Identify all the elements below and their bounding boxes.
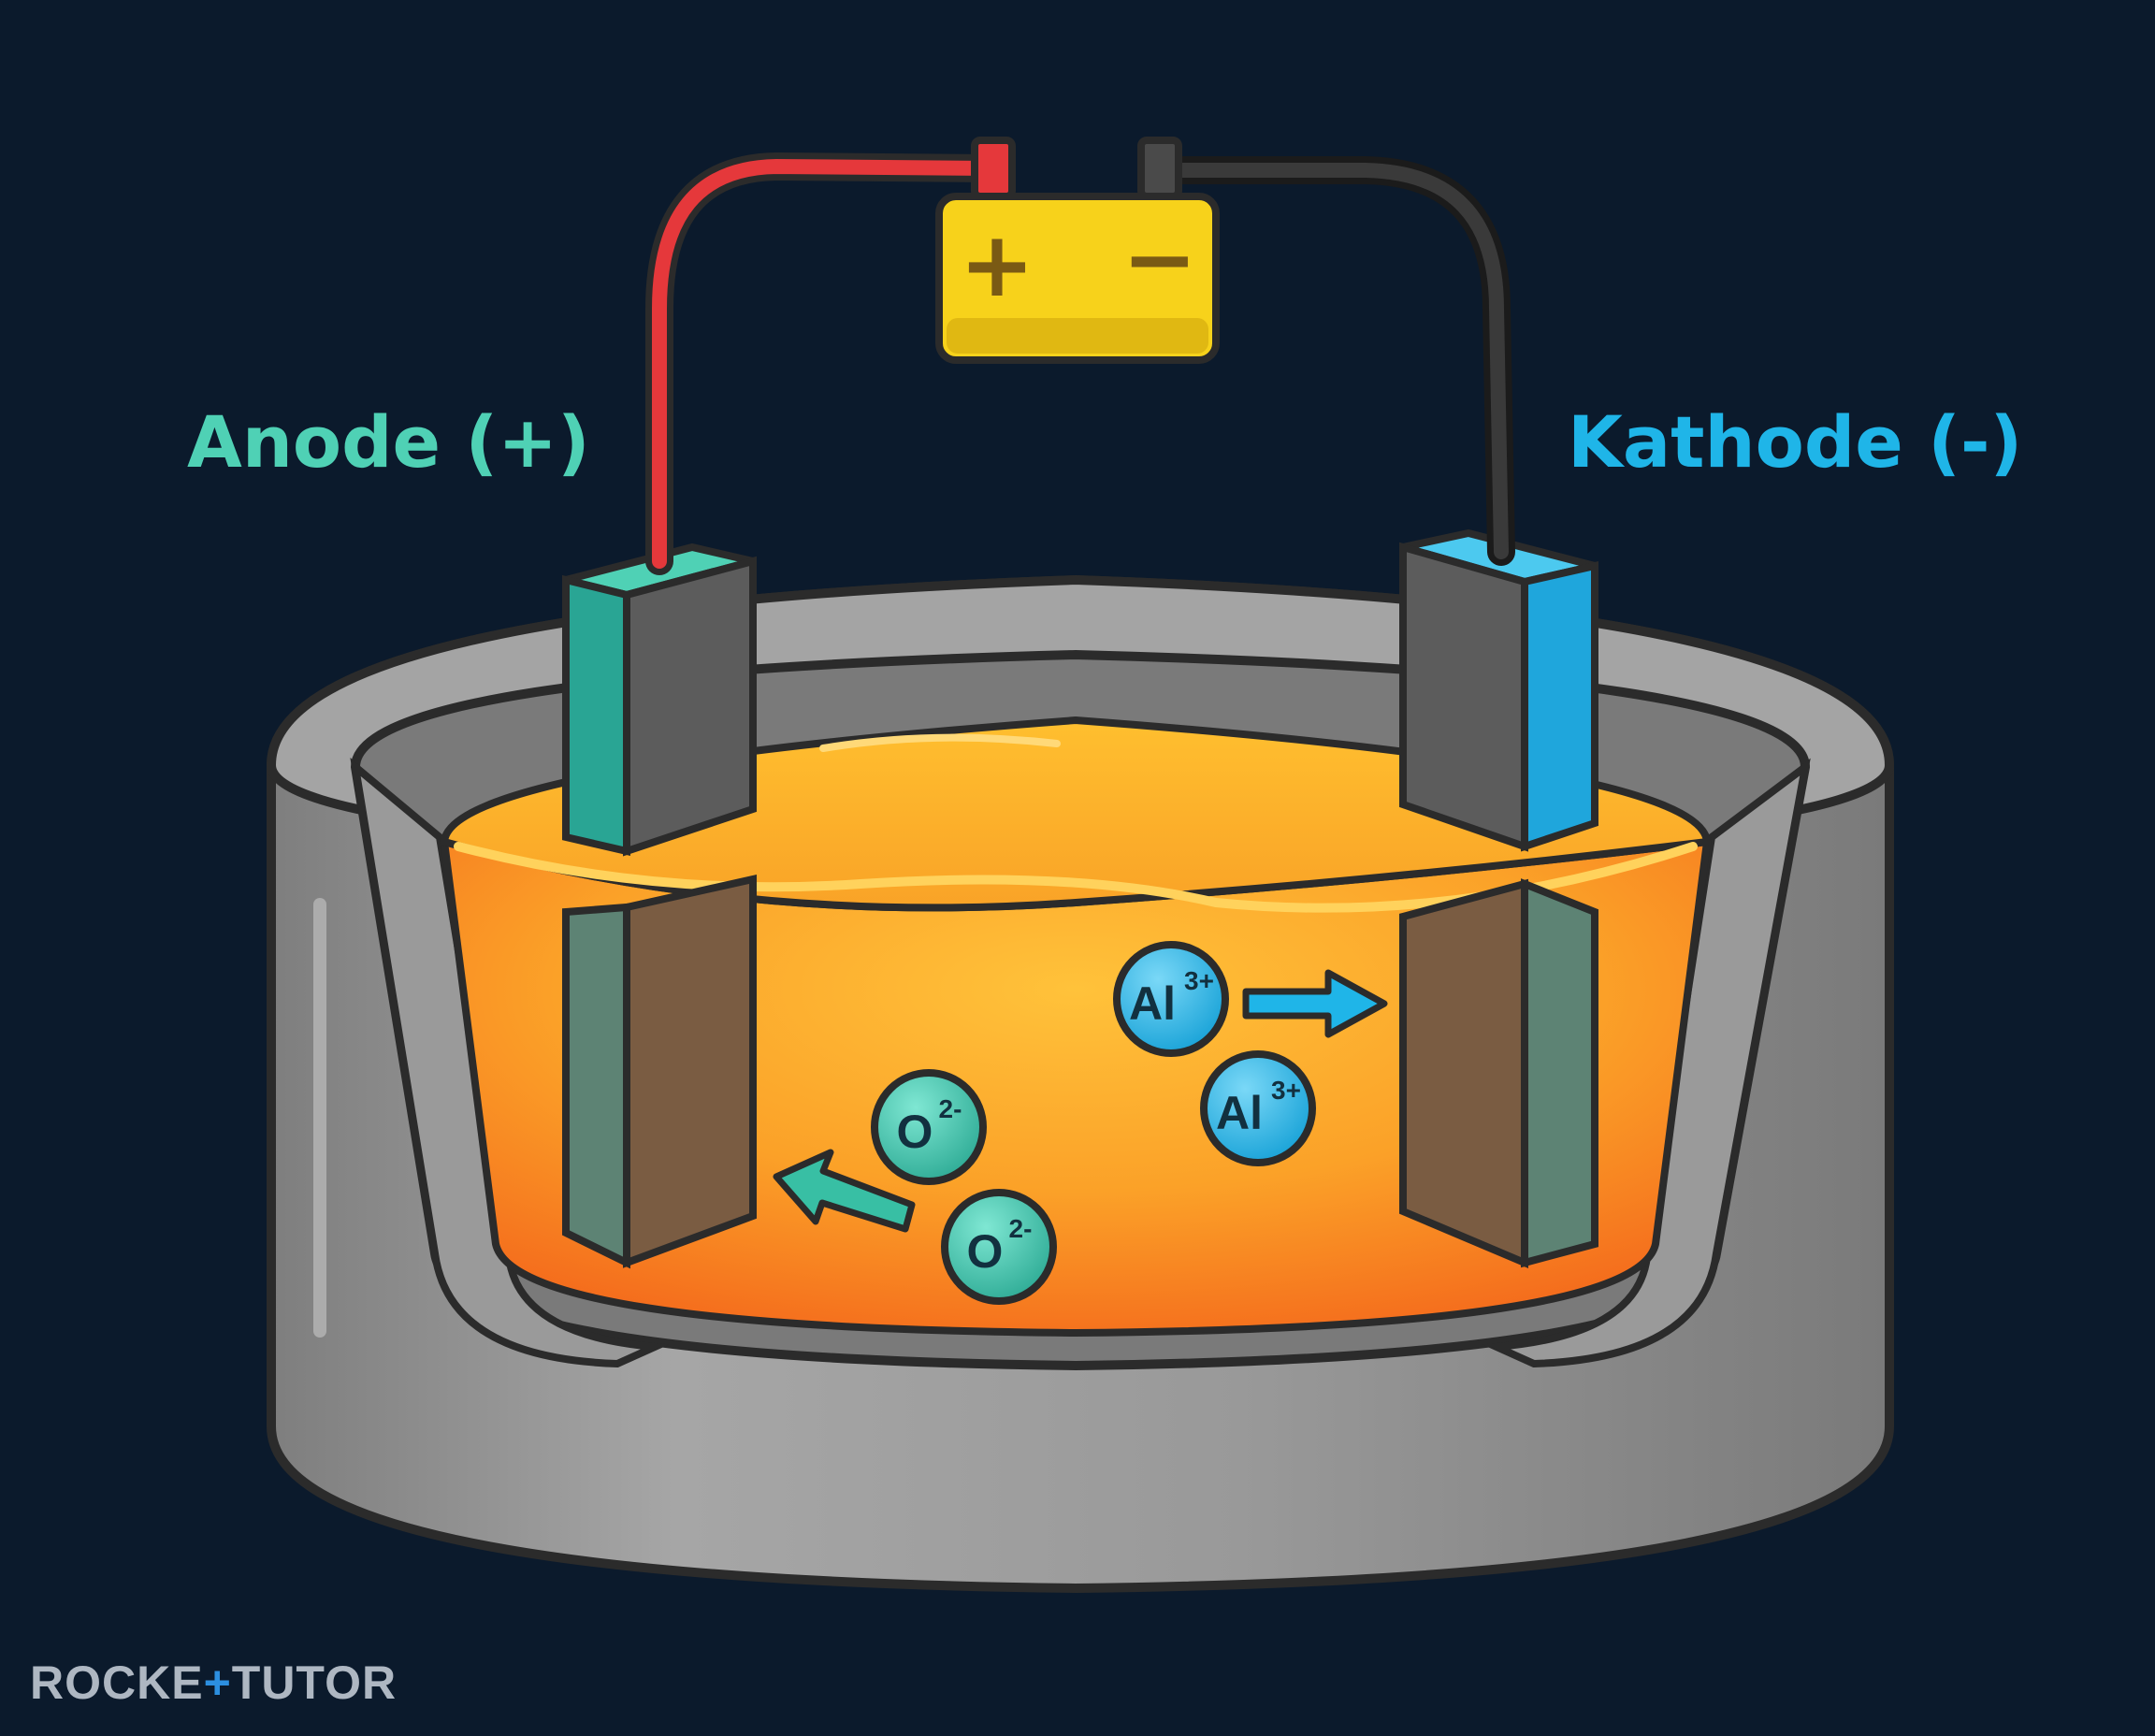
kathode-electrode xyxy=(1399,528,1598,1269)
battery-shade xyxy=(947,318,1208,354)
brand-text-part2: TUTO xyxy=(231,1656,362,1709)
oxide-ion: O 2- xyxy=(871,1069,987,1185)
red-wire-fill xyxy=(652,158,999,569)
ion-symbol: Al xyxy=(1129,977,1176,1030)
ion-symbol: Al xyxy=(1216,1087,1263,1139)
aluminium-ion: Al 3+ xyxy=(1113,941,1229,1057)
battery: + − xyxy=(935,137,1220,364)
surface-ripple xyxy=(819,733,1061,752)
ion-charge: 2- xyxy=(939,1094,962,1123)
black-wire-fill xyxy=(1152,163,1509,559)
anode-submerged-front xyxy=(562,903,630,1269)
cell-cut-face-right xyxy=(1482,758,1811,1368)
kathode-submerged-front xyxy=(1521,878,1598,1268)
brand-logo: ROCKE+TUTOR xyxy=(30,1656,397,1710)
rim-highlight xyxy=(313,898,326,1338)
ion-symbol: O xyxy=(897,1106,933,1158)
brand-text-part3: R xyxy=(361,1656,398,1709)
ion-charge: 3+ xyxy=(1271,1076,1301,1105)
oxide-ion: O 2- xyxy=(941,1189,1057,1305)
ion-charge: 3+ xyxy=(1184,966,1214,995)
battery-minus-symbol: − xyxy=(1122,207,1197,311)
battery-plus-symbol: + xyxy=(960,212,1034,317)
ion-charge: 2- xyxy=(1009,1214,1033,1243)
kathode-side-face xyxy=(1399,542,1528,852)
battery-negative-terminal xyxy=(1137,137,1182,200)
anode-label: Anode (+) xyxy=(187,400,590,484)
anode-side-face xyxy=(623,556,757,857)
aluminium-ion: Al 3+ xyxy=(1200,1050,1316,1166)
kathode-submerged-side xyxy=(1399,878,1528,1269)
cell-cut-face-left xyxy=(350,758,670,1368)
brand-plus-icon: + xyxy=(203,1656,232,1709)
brand-text-part1: ROCKE xyxy=(30,1656,204,1709)
kathode-front-face xyxy=(1521,560,1598,852)
molten-electrolyte xyxy=(440,716,1712,1338)
ion-symbol: O xyxy=(967,1225,1004,1278)
arrow-right-icon xyxy=(1242,969,1388,1038)
battery-positive-terminal xyxy=(971,137,1016,200)
anode-front-face xyxy=(562,574,630,857)
kathode-label: Kathode (-) xyxy=(1568,400,2023,484)
anode-electrode xyxy=(562,542,757,1269)
anode-submerged-side xyxy=(623,875,757,1268)
arrow-left-icon xyxy=(773,1149,916,1233)
